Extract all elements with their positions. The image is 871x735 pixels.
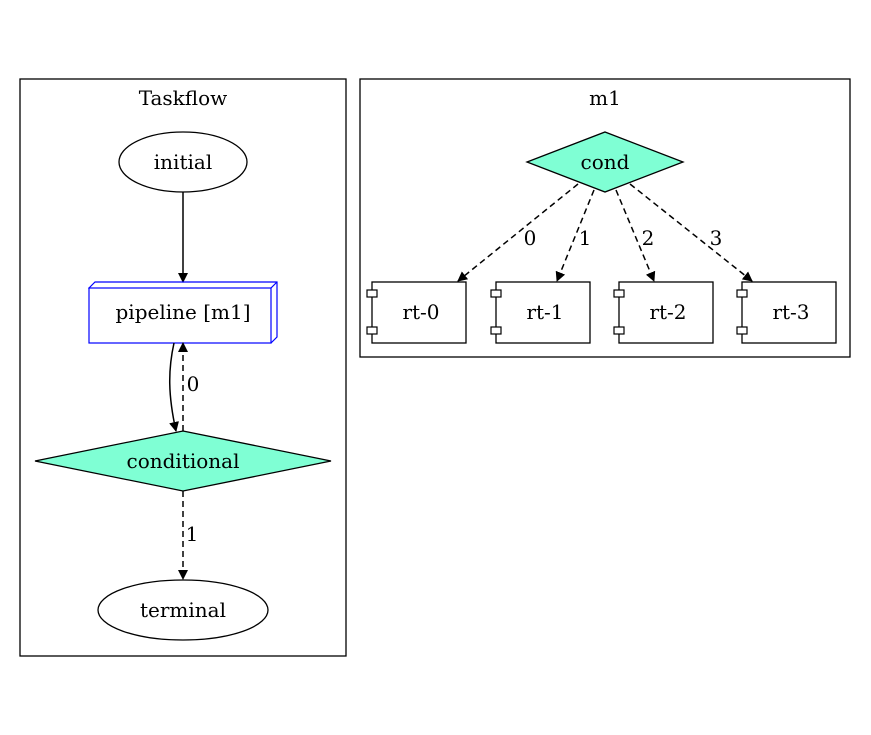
edge-label-cond-to-rt1: 1 <box>579 226 592 250</box>
edge-label-conditional-to-terminal: 1 <box>186 522 199 546</box>
node-terminal[interactable]: terminal <box>97 579 269 641</box>
node-rt3[interactable]: rt-3 <box>736 281 837 344</box>
node-rt1[interactable]: rt-1 <box>490 281 591 344</box>
node-rt2-label: rt-2 <box>649 300 686 324</box>
node-initial[interactable]: initial <box>118 131 248 193</box>
cluster-taskflow-title: Taskflow <box>139 86 228 110</box>
edge-label-conditional-to-pipeline: 0 <box>187 372 200 396</box>
edge-cond-to-rt1 <box>555 189 595 282</box>
node-conditional-label: conditional <box>127 449 240 473</box>
node-terminal-label: terminal <box>140 598 226 622</box>
edge-cond-to-rt2 <box>615 189 656 282</box>
node-pipeline[interactable]: pipeline [m1] <box>87 281 278 344</box>
cluster-m1-title: m1 <box>589 86 621 110</box>
edge-pipeline-to-conditional <box>169 342 179 432</box>
node-rt0[interactable]: rt-0 <box>366 281 467 344</box>
node-rt0-label: rt-0 <box>402 300 439 324</box>
edge-cond-to-rt0 <box>457 183 579 282</box>
node-cond-label: cond <box>581 150 630 174</box>
node-rt2[interactable]: rt-2 <box>613 281 714 344</box>
node-initial-label: initial <box>154 150 212 174</box>
cluster-taskflow: Taskflow <box>19 78 347 657</box>
cluster-m1: m1 <box>359 78 851 358</box>
edge-label-cond-to-rt3: 3 <box>710 226 723 250</box>
node-pipeline-label: pipeline [m1] <box>116 300 251 324</box>
node-cond[interactable]: cond <box>525 131 685 193</box>
node-rt1-label: rt-1 <box>526 300 563 324</box>
edge-cond-to-rt3 <box>629 183 753 282</box>
edge-label-cond-to-rt0: 0 <box>524 226 537 250</box>
node-rt3-label: rt-3 <box>772 300 809 324</box>
edge-label-cond-to-rt2: 2 <box>642 226 655 250</box>
node-conditional[interactable]: conditional <box>34 430 332 492</box>
